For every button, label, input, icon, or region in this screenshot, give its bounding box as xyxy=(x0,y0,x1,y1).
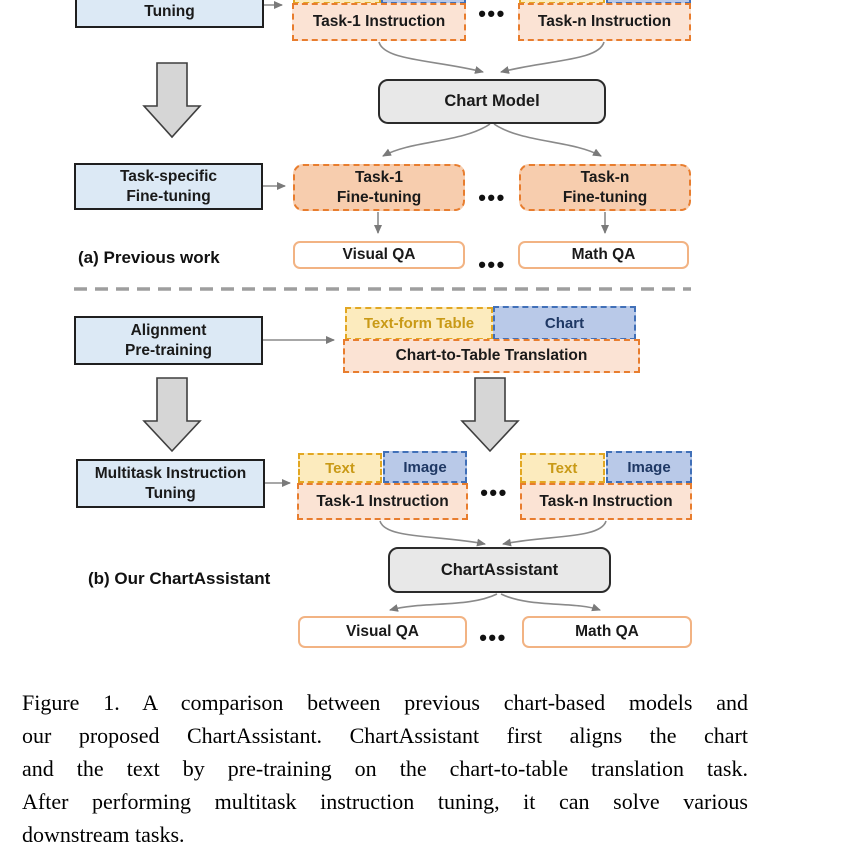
ellipsis-a-top: ••• xyxy=(478,1,506,26)
image-strip-b-taskn-label: Image xyxy=(627,458,671,476)
caption-line: our proposed ChartAssistant. ChartAssist… xyxy=(22,723,748,748)
visual-qa-box-a: Visual QA xyxy=(293,241,465,269)
taskn-instruction-label-a: Task-n Instruction xyxy=(537,13,672,30)
task1-instruction-box-a: Task-1 Instruction xyxy=(292,3,466,41)
taskn-instruction-label-b: Task-n Instruction xyxy=(539,492,673,510)
visual-qa-label-b: Visual QA xyxy=(346,623,419,640)
chart-to-table-label: Chart-to-Table Translation xyxy=(395,347,588,364)
curve-task1instr-to-chartassistant xyxy=(379,520,486,547)
curve-chartassistant-to-mathqa xyxy=(500,593,601,612)
task1-instruction-label-b: Task-1 Instruction xyxy=(316,492,449,510)
caption-line: After performing multitask instruction t… xyxy=(22,789,748,814)
text-form-table-strip: Text-form Table xyxy=(345,307,493,340)
task1-instruction-box-b: Task-1 Instruction xyxy=(297,483,468,520)
chart-strip: Chart xyxy=(493,306,636,340)
task-specific-line1: Task-specific xyxy=(119,167,218,185)
curve-chartassistant-to-visualqa xyxy=(389,593,498,612)
ellipsis-a-qa: ••• xyxy=(478,252,506,277)
chartassistant-box: ChartAssistant xyxy=(388,547,611,593)
math-qa-label-b: Math QA xyxy=(575,623,639,640)
math-qa-label-a: Math QA xyxy=(571,246,636,263)
math-qa-box-a: Math QA xyxy=(518,241,689,269)
image-strip-b-taskn: Image xyxy=(606,451,692,483)
ellipsis-b-qa: ••• xyxy=(479,625,507,650)
task1-finetuning-box: Task-1 Fine-tuning xyxy=(293,164,465,211)
task-specific-line2: Fine-tuning xyxy=(126,187,211,205)
taskn-ft-line2: Fine-tuning xyxy=(562,188,648,206)
multitask-tuning-box-a: Tuning xyxy=(75,0,264,28)
curve-tasknInstr-to-chartassistant xyxy=(502,520,607,547)
task1-ft-line1: Task-1 xyxy=(355,168,403,186)
taskn-finetuning-box: Task-n Fine-tuning xyxy=(519,164,691,211)
chartassistant-label: ChartAssistant xyxy=(440,560,559,579)
image-strip-b-task1: Image xyxy=(383,451,467,483)
taskn-instruction-box-b: Task-n Instruction xyxy=(520,483,692,520)
text-strip-b-task1-label: Text xyxy=(325,459,355,477)
alignment-line1: Alignment xyxy=(130,321,207,339)
math-qa-box-b: Math QA xyxy=(522,616,692,648)
visual-qa-box-b: Visual QA xyxy=(298,616,467,648)
multitask-tuning-box-b: Multitask Instruction Tuning xyxy=(76,459,265,508)
ellipsis-a-ft: ••• xyxy=(478,185,506,210)
curve-task1instr-to-chartmodel xyxy=(378,41,484,74)
image-strip-b-task1-label: Image xyxy=(403,458,447,476)
multitask-line1: Multitask Instruction xyxy=(94,464,247,482)
task-specific-finetuning-box: Task-specific Fine-tuning xyxy=(74,163,263,210)
alignment-pretraining-box: Alignment Pre-training xyxy=(74,316,263,365)
curve-chartmodel-to-task1ft xyxy=(382,123,491,157)
text-strip-b-taskn: Text xyxy=(520,453,605,483)
caption-line: and the text by pre-training on the char… xyxy=(22,756,748,781)
chart-model-label: Chart Model xyxy=(444,92,540,110)
big-down-arrow-b-right xyxy=(460,377,520,453)
curve-tasknInstr-to-chartmodel xyxy=(500,41,605,74)
task1-instruction-label-a: Task-1 Instruction xyxy=(312,13,446,30)
chart-strip-label: Chart xyxy=(544,314,585,332)
tuning-box-label: Tuning xyxy=(144,3,195,20)
task1-ft-line2: Fine-tuning xyxy=(336,188,422,206)
ellipsis-b-instr: ••• xyxy=(480,480,508,505)
taskn-ft-line1: Task-n xyxy=(580,168,630,186)
section-a-label: (a) Previous work xyxy=(78,248,220,267)
big-down-arrow-a xyxy=(142,62,202,139)
visual-qa-label-a: Visual QA xyxy=(342,246,416,263)
big-down-arrow-b-left xyxy=(142,377,202,453)
text-strip-b-task1: Text xyxy=(298,453,382,483)
taskn-instruction-box-a: Task-n Instruction xyxy=(518,3,691,41)
caption-line: downstream tasks. xyxy=(22,822,185,847)
multitask-line2: Tuning xyxy=(145,484,196,502)
chart-model-box: Chart Model xyxy=(378,79,606,124)
caption-line: Figure 1. A comparison between previous … xyxy=(22,690,748,715)
alignment-line2: Pre-training xyxy=(125,341,212,359)
curve-chartmodel-to-tasknft xyxy=(493,123,602,157)
figure-caption: Figure 1. A comparison between previous … xyxy=(22,686,748,850)
section-b-label: (b) Our ChartAssistant xyxy=(88,569,271,588)
text-strip-b-taskn-label: Text xyxy=(547,459,578,477)
chart-to-table-translation-box: Chart-to-Table Translation xyxy=(343,339,640,373)
text-form-table-label: Text-form Table xyxy=(363,315,475,332)
